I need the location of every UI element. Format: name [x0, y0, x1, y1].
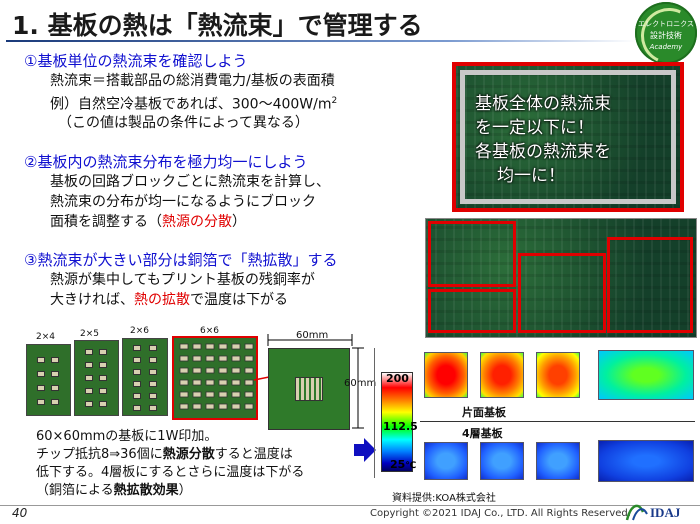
section2-heading: ②基板内の熱流束分布を極力均一にしよう	[24, 153, 308, 171]
sample-board-2x5	[74, 340, 119, 416]
temperature-color-bar	[381, 372, 413, 472]
board-photo-whole	[452, 62, 684, 212]
section2-line3a: 面積を調整する（	[50, 214, 162, 230]
thermal-single-2x6	[536, 352, 580, 398]
colorbar-mid: 112.5	[383, 420, 418, 433]
academy-logo: エレクトロニクス 設計技術 Academy	[635, 2, 697, 64]
section1-sup: 2	[331, 96, 338, 106]
copyright: Copyright ©2021 IDAJ Co., LTD. All Right…	[370, 508, 631, 519]
section2-line3c: ）	[232, 214, 246, 230]
test-board-60mm	[268, 348, 350, 430]
block-box-2	[518, 253, 606, 333]
dim-top-label: 60mm	[296, 330, 329, 341]
section2-line3: 面積を調整する（熱源の分散）	[50, 213, 246, 232]
board-photo-blocks	[425, 218, 697, 338]
dim-side-label: 60mm	[344, 378, 377, 389]
right-arrow-icon	[354, 438, 376, 462]
sample-label-2x4: 2×4	[36, 332, 55, 342]
experiment-description: 60×60mmの基板に1W印加。 チップ抵抗8⇒36個に熱源分散すると温度は 低…	[36, 428, 304, 500]
section3-line1: 熱源が集中してもプリント基板の残銅率が	[50, 272, 315, 288]
thermal-4layer-2x5	[480, 442, 524, 480]
label-single-layer: 片面基板	[462, 406, 506, 419]
section1-line2: 例）自然空冷基板であれば、300～400W/m2	[50, 92, 337, 115]
section1-line2-text: 例）自然空冷基板であれば、300～400W/m	[50, 96, 332, 113]
section1-line1: 熱流束＝搭載部品の総消費電力/基板の表面積	[50, 73, 335, 89]
block-box-1	[428, 221, 516, 287]
desc-line-3: 低下する。4層板にするとさらに温度は下がる	[36, 465, 305, 480]
caption-line-4: 均一に！	[497, 166, 565, 186]
thermal-4layer-2x4	[424, 442, 468, 480]
section2-line2: 熱流束の分布が均一になるようにブロック	[50, 194, 316, 210]
sample-label-2x6: 2×6	[130, 326, 149, 336]
section1-line3: （この値は製品の条件によって異なる）	[58, 115, 309, 131]
desc-line-2: チップ抵抗8⇒36個に熱源分散すると温度は	[36, 447, 293, 462]
section2-line1: 基板の回路ブロックごとに熱流束を計算し、	[50, 174, 330, 190]
section3-line2: 大きければ、熱の拡散で温度は下がる	[50, 291, 288, 310]
section3-line2a: 大きければ、	[50, 292, 134, 308]
desc-line-1: 60×60mmの基板に1W印加。	[36, 429, 218, 444]
logo-text-2: 設計技術	[650, 31, 682, 40]
dimension-lines-icon	[267, 334, 364, 429]
desc-line-4: （銅箔による熱拡散効果）	[36, 483, 192, 498]
thermal-divider	[420, 421, 695, 422]
page-number: 40	[12, 506, 28, 520]
thermal-single-6x6	[598, 350, 694, 400]
caption-line-3: 各基板の熱流束を	[475, 142, 611, 162]
sample-board-2x6	[122, 338, 168, 416]
logo-text-3: Academy	[649, 43, 683, 51]
section3-highlight: 熱の拡散	[134, 292, 190, 308]
section3-heading: ③熱流束が大きい部分は銅箔で「熱拡散」する	[24, 251, 338, 269]
sample-board-6x6	[172, 336, 258, 420]
caption-line-1: 基板全体の熱流束	[475, 94, 611, 114]
thermal-single-2x4	[424, 352, 468, 398]
sample-board-2x4	[26, 344, 71, 416]
logo-text-1: エレクトロニクス	[638, 20, 694, 28]
sample-label-2x5: 2×5	[80, 329, 99, 339]
thermal-single-2x5	[480, 352, 524, 398]
title-underline	[6, 40, 636, 42]
section3-line2c: で温度は下がる	[190, 292, 288, 308]
board-photo-caption: 基板全体の熱流束 を一定以下に！ 各基板の熱流束を 均一に！	[475, 92, 675, 188]
idaj-logo-icon	[625, 504, 648, 521]
colorbar-max: 200	[386, 372, 409, 385]
sample-label-6x6: 6×6	[200, 326, 219, 336]
section2-highlight: 熱源の分散	[162, 214, 232, 230]
thermal-4layer-2x6	[536, 442, 580, 480]
colorbar-min: 25℃	[390, 458, 417, 471]
section1-heading: ①基板単位の熱流束を確認しよう	[24, 52, 248, 70]
brand-text: IDAJ	[650, 505, 681, 520]
chip-grid-6x6	[179, 343, 254, 410]
chip-cluster	[295, 377, 323, 401]
footer-rule	[0, 505, 700, 506]
source-credit: 資料提供:KOA株式会社	[392, 493, 496, 504]
bracket-line	[374, 348, 375, 478]
board-photo-frame	[460, 70, 676, 204]
label-4-layer: 4層基板	[462, 427, 503, 440]
block-box-3	[607, 237, 693, 333]
page-title: 1. 基板の熱は「熱流束」で管理する	[12, 11, 423, 40]
caption-line-2: を一定以下に！	[475, 118, 594, 138]
block-box-4	[428, 289, 516, 333]
thermal-4layer-6x6	[598, 440, 694, 482]
